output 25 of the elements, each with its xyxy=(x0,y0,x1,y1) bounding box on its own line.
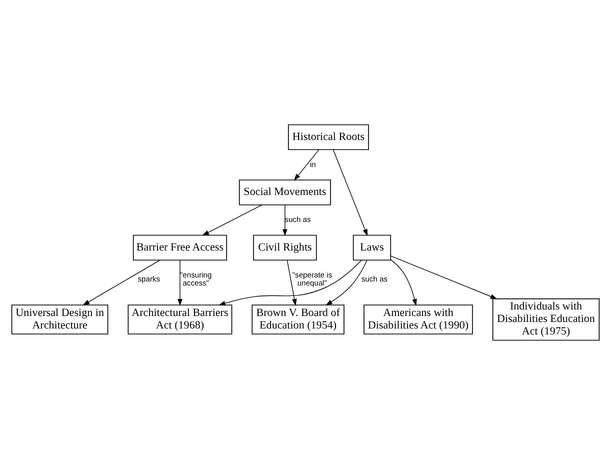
arrow xyxy=(282,204,288,236)
arrow xyxy=(294,150,320,181)
node-box: Civil Rights xyxy=(253,234,317,261)
node-box: Architectural Barriers Act (1968) xyxy=(128,304,232,334)
node-box: Brown V. Board of Education (1954) xyxy=(252,304,344,334)
edge-label: "seperate is unequal" xyxy=(292,270,332,288)
arrow xyxy=(390,259,417,306)
node-box: Universal Design in Architecture xyxy=(11,304,108,334)
node-box: Individuals with Disabilities Education Act (1975) xyxy=(492,298,600,341)
edge-label: sparks xyxy=(138,274,160,284)
arrow xyxy=(218,260,362,306)
node-box: Historical Roots xyxy=(288,124,369,150)
edge-label: in xyxy=(310,160,316,169)
node-box: Barrier Free Access xyxy=(132,234,227,261)
node-box: Social Movements xyxy=(238,180,331,206)
arrow xyxy=(390,256,498,300)
node-box: Americans with Disabilities Act (1990) xyxy=(364,304,473,334)
arrow xyxy=(202,204,262,236)
edge-label: such as xyxy=(361,274,388,284)
arrow xyxy=(286,260,297,306)
arrow xyxy=(82,260,160,306)
node-box: Laws xyxy=(352,234,392,261)
arrow xyxy=(326,260,368,306)
arrow xyxy=(178,260,182,306)
arrow xyxy=(332,149,368,236)
